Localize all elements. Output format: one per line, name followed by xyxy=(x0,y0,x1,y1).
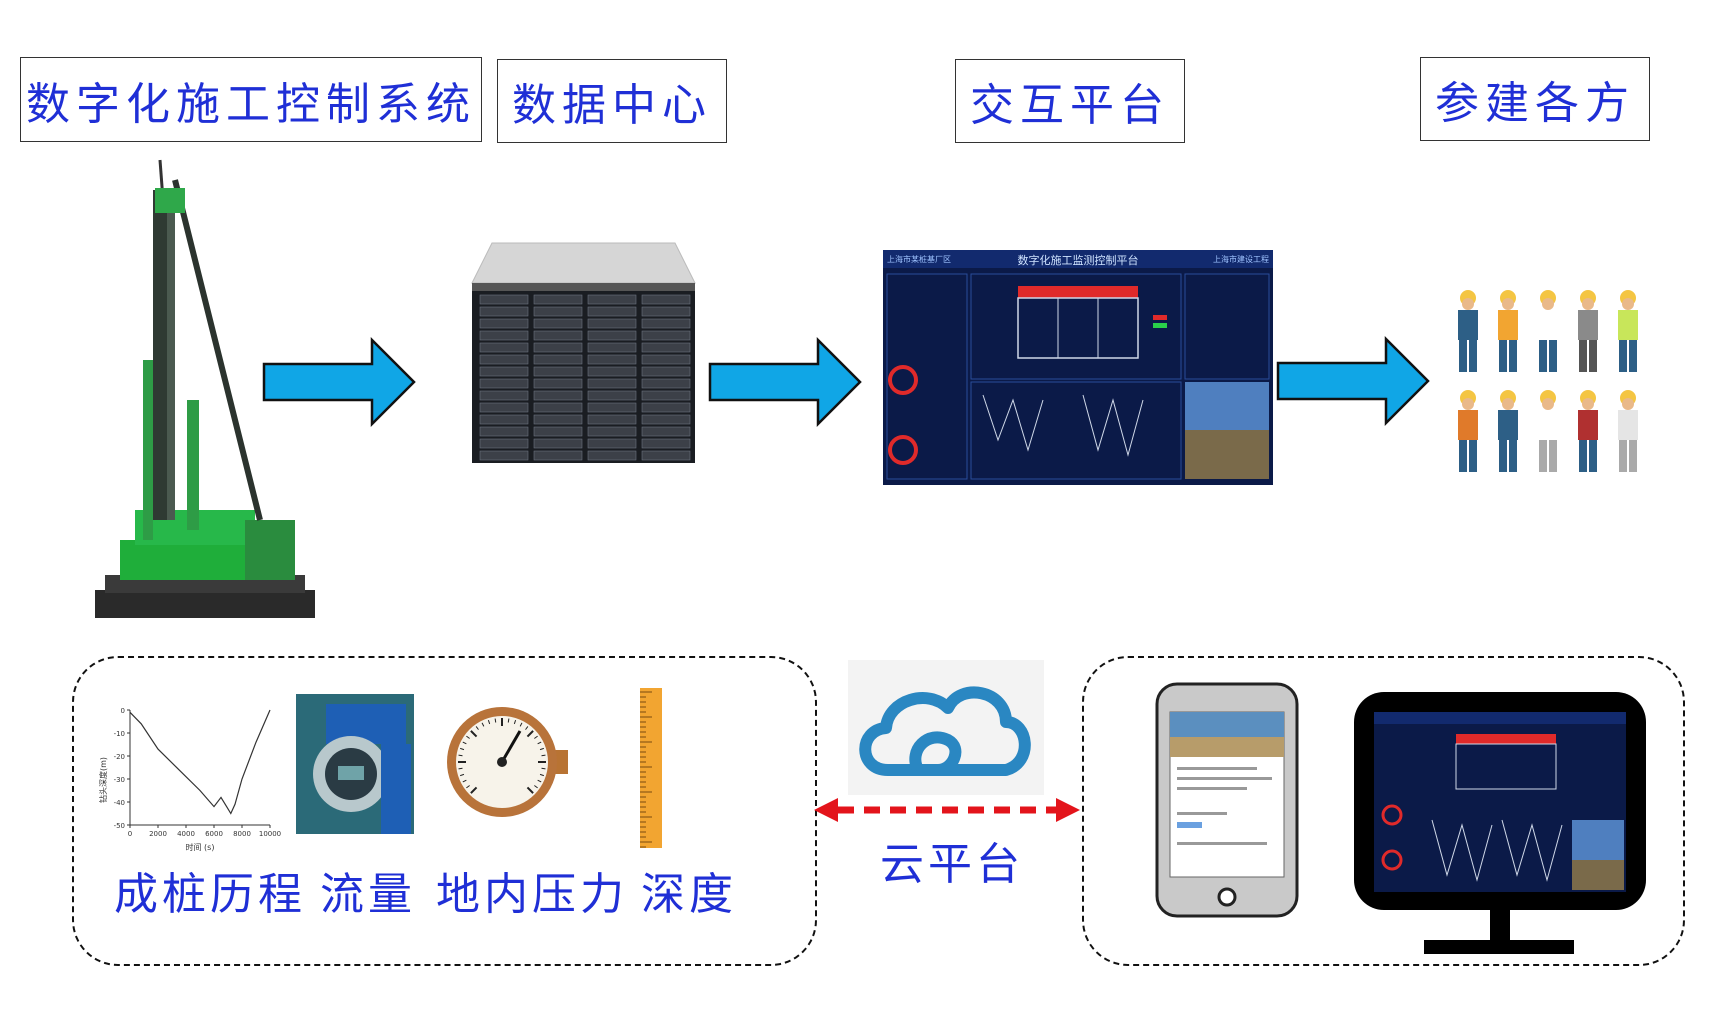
server-rack-image xyxy=(471,242,696,463)
label-cloud-platform: 云平台 xyxy=(880,839,1024,890)
title-data-center: 数据中心 xyxy=(497,59,727,143)
title-stakeholders-text: 参建各方 xyxy=(1435,78,1635,129)
label-depth: 深度 xyxy=(641,869,737,920)
pile-chart-y-tick-label: -20 xyxy=(114,753,125,761)
pile-chart-y-tick-label: 0 xyxy=(121,707,125,715)
title-control-system-text: 数字化施工控制系统 xyxy=(26,78,476,130)
pile-chart-y-tick-label: -10 xyxy=(114,730,125,738)
label-ground-pressure: 地内压力 xyxy=(436,869,628,920)
pile-rig-image xyxy=(95,159,315,618)
cloud-bidirectional-arrow xyxy=(814,798,1080,822)
label-flow: 流量 xyxy=(320,869,416,920)
pile-chart-x-tick-label: 6000 xyxy=(205,830,223,838)
flow-meter-image xyxy=(296,694,414,834)
pile-chart-x-tick-label: 10000 xyxy=(259,830,281,838)
pile-chart-x-tick-label: 8000 xyxy=(233,830,251,838)
dashboard-right-header: 上海市建设工程 xyxy=(1213,254,1269,264)
title-stakeholders: 参建各方 xyxy=(1420,57,1650,141)
monitor-icon xyxy=(1354,692,1646,954)
title-control-system: 数字化施工控制系统 xyxy=(20,57,482,142)
pile-chart-xlabel: 时间 (s) xyxy=(186,842,215,852)
dashboard-screenshot: 数字化施工监测控制平台 上海市某桩基厂区 上海市建设工程 xyxy=(883,250,1273,485)
arrow-datacenter-to-platform xyxy=(708,336,862,428)
arrow-platform-to-stakeholders xyxy=(1276,335,1430,427)
title-interaction-platform-text: 交互平台 xyxy=(970,80,1170,131)
tablet-icon xyxy=(1155,682,1299,918)
pile-chart-x-tick-label: 4000 xyxy=(177,830,195,838)
dashboard-left-header: 上海市某桩基厂区 xyxy=(887,254,951,264)
pile-chart-y-tick-label: -40 xyxy=(114,799,125,807)
pile-chart-y-tick-label: -50 xyxy=(114,822,125,830)
arrow-rig-to-datacenter xyxy=(262,336,416,428)
cloud-icon xyxy=(848,660,1044,795)
title-interaction-platform: 交互平台 xyxy=(955,59,1185,143)
pile-chart-x-tick-label: 2000 xyxy=(149,830,167,838)
title-data-center-text: 数据中心 xyxy=(512,80,712,131)
pressure-gauge-image xyxy=(447,707,568,817)
pile-history-series xyxy=(129,709,271,815)
dashboard-title: 数字化施工监测控制平台 xyxy=(1018,253,1139,267)
device-group-box xyxy=(1082,656,1685,966)
pile-chart-y-tick-label: -30 xyxy=(114,776,125,784)
depth-ruler-image xyxy=(640,688,662,848)
label-pile-history: 成桩历程 xyxy=(114,869,306,920)
workers-image xyxy=(1458,290,1638,472)
pile-chart-x-tick-label: 0 xyxy=(128,830,132,838)
pile-chart-ylabel: 钻头深度(m) xyxy=(98,757,108,803)
